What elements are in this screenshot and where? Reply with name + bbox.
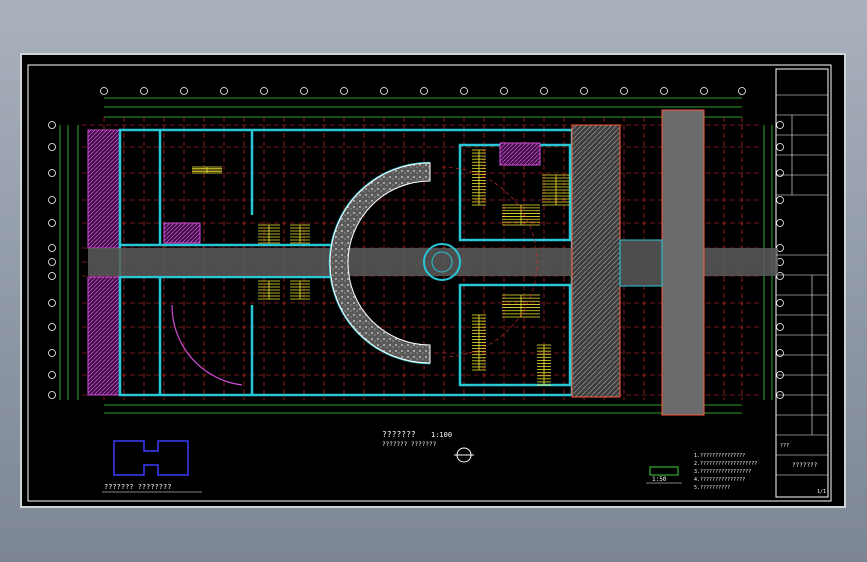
axis-bubble [460, 87, 468, 95]
legend-scale: 1:50 [652, 476, 667, 483]
axis-bubble [776, 219, 784, 227]
title-block-lines [776, 94, 828, 476]
right-wing-blocks [571, 109, 705, 416]
axis-bubble [776, 299, 784, 307]
plan-scale: 1:100 [431, 431, 452, 439]
axis-bubble [140, 87, 148, 95]
svg-text:3.?????????????????: 3.????????????????? [694, 469, 751, 475]
axis-bubble [48, 244, 56, 252]
axis-bubble [776, 196, 784, 204]
svg-text:1.???????????????: 1.??????????????? [694, 453, 745, 459]
axis-bubble [500, 87, 508, 95]
axis-bubble [48, 391, 56, 399]
svg-text:5.??????????: 5.?????????? [694, 485, 730, 491]
axis-bubble [776, 169, 784, 177]
title-block [775, 68, 829, 498]
axis-bubble [48, 196, 56, 204]
axis-bubble [700, 87, 708, 95]
title-block-project: ??? [780, 443, 789, 449]
axis-bubble [340, 87, 348, 95]
axis-bubble [420, 87, 428, 95]
axis-bubble [300, 87, 308, 95]
detail-symbol [646, 466, 682, 484]
svg-text:4.???????????????: 4.??????????????? [694, 477, 745, 483]
axis-bubble [48, 349, 56, 357]
plan-note: ??????? ??????? [382, 441, 437, 448]
title-block-sheet: 1/1 [817, 489, 826, 495]
axis-bubble [48, 219, 56, 227]
axis-bubble [100, 87, 108, 95]
axis-bubble [48, 323, 56, 331]
left-hatch-blocks [87, 129, 121, 396]
general-notes: 1.??????????????? 2.??????????????????? … [694, 453, 757, 491]
axis-bubble [776, 143, 784, 151]
axis-bubble [660, 87, 668, 95]
curved-ramp [171, 304, 243, 386]
floor-plan-canvas: ??????? 1:100 ??????? ??????? ??????? ??… [27, 64, 832, 502]
stair-groups [192, 149, 570, 386]
title-block-drawing-no: ??????? [792, 462, 818, 469]
atrium-arc [328, 161, 538, 365]
axis-bubble [776, 121, 784, 129]
axis-bubble [48, 371, 56, 379]
axis-bubbles-top [100, 87, 746, 95]
legend-caption: ??????? ???????? [104, 483, 171, 491]
axis-bubble [738, 87, 746, 95]
cad-drawing-sheet: ??????? 1:100 ??????? ??????? ??????? ??… [20, 53, 846, 508]
axis-bubble [48, 272, 56, 280]
axis-bubble [540, 87, 548, 95]
axis-bubble [620, 87, 628, 95]
axis-bubble [48, 299, 56, 307]
axis-bubble [48, 143, 56, 151]
axis-bubble [380, 87, 388, 95]
axis-bubble [220, 87, 228, 95]
axis-bubble [48, 169, 56, 177]
axis-bubble [776, 323, 784, 331]
inner-frame [27, 64, 832, 502]
plan-title: ??????? [382, 430, 416, 439]
toilet-rooms [163, 142, 541, 244]
axis-bubble [260, 87, 268, 95]
dimension-lines-top [59, 97, 773, 414]
legend-key [102, 440, 202, 493]
axis-bubble [776, 349, 784, 357]
axis-bubble [48, 258, 56, 266]
axis-bubble [180, 87, 188, 95]
axis-bubble [580, 87, 588, 95]
axis-bubble [48, 121, 56, 129]
north-arrow-icon [454, 447, 474, 463]
svg-text:2.???????????????????: 2.??????????????????? [694, 461, 757, 467]
